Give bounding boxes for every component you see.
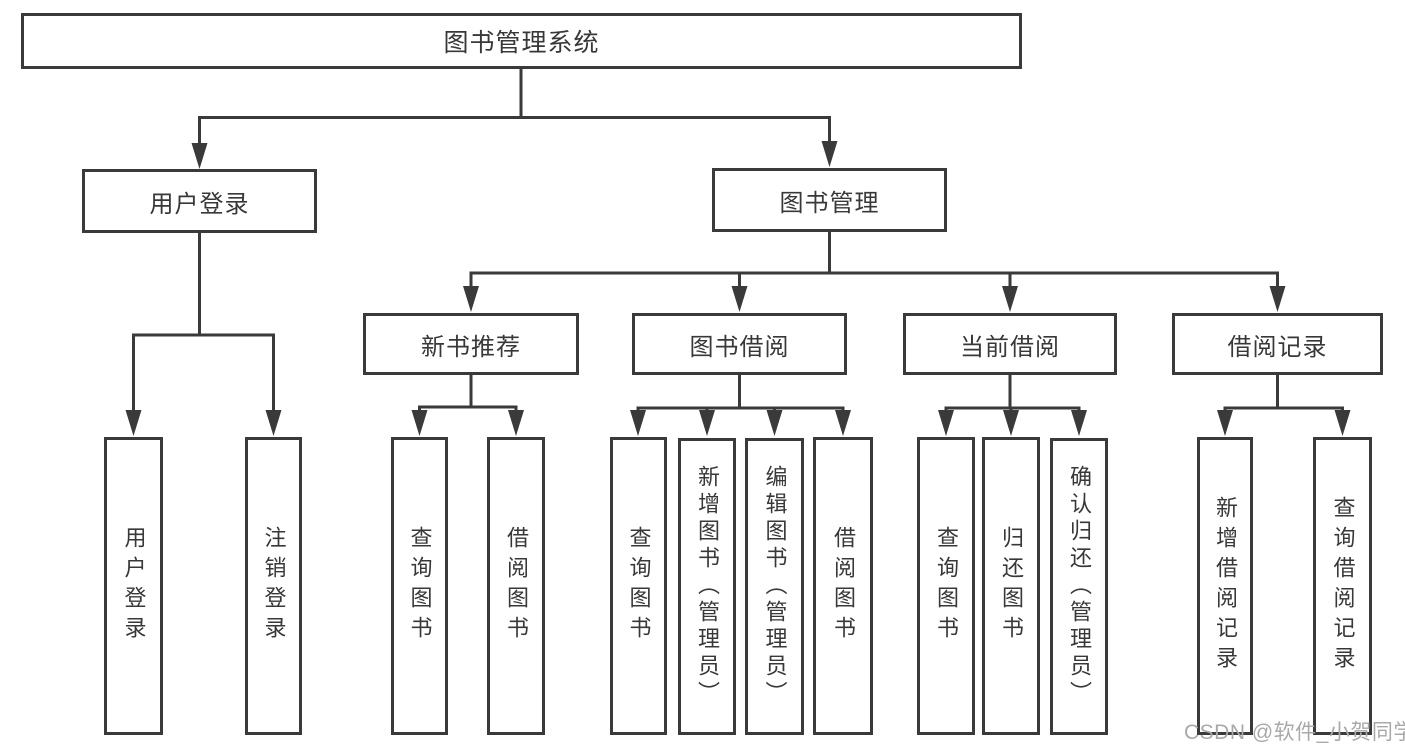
node-book-management-label: 图书管理 <box>779 189 880 217</box>
leaf-borrow-books-recommend: 借阅图书 <box>487 437 545 735</box>
connector-borrow-records-children <box>1217 374 1351 436</box>
connector-root-to-level2 <box>191 69 838 169</box>
leaf-confirm-return-admin: 确认归还（管理员） <box>1050 438 1108 735</box>
leaf-borrow-books-borrow-label: 借阅图书 <box>831 526 856 646</box>
leaf-borrow-books-borrow: 借阅图书 <box>813 437 873 735</box>
node-book-borrow-label: 图书借阅 <box>689 333 790 361</box>
leaf-query-borrow-record: 查询借阅记录 <box>1313 437 1372 735</box>
leaf-return-books-label: 归还图书 <box>999 526 1024 646</box>
node-root-label: 图书管理系统 <box>443 29 600 57</box>
node-current-borrow: 当前借阅 <box>903 313 1117 375</box>
connector-new-book-recommend-children <box>411 375 524 436</box>
leaf-query-books-recommend: 查询图书 <box>391 437 448 735</box>
leaf-query-books-current-label: 查询图书 <box>934 526 959 646</box>
node-borrow-records-label: 借阅记录 <box>1227 333 1328 361</box>
connector-user-login-children <box>125 233 282 436</box>
leaf-add-book-admin: 新增图书（管理员） <box>678 438 736 735</box>
node-book-borrow: 图书借阅 <box>632 313 847 375</box>
connector-current-borrow-children <box>938 374 1087 436</box>
leaf-user-login: 用户登录 <box>104 437 163 735</box>
leaf-query-books-borrow: 查询图书 <box>610 437 667 735</box>
node-user-login: 用户登录 <box>82 169 317 233</box>
node-new-book-recommend: 新书推荐 <box>363 313 579 375</box>
leaf-add-book-admin-label: 新增图书（管理员） <box>695 465 720 708</box>
leaf-query-borrow-record-label: 查询借阅记录 <box>1330 496 1356 676</box>
node-new-book-recommend-label: 新书推荐 <box>421 333 521 361</box>
node-current-borrow-label: 当前借阅 <box>960 333 1060 361</box>
node-borrow-records: 借阅记录 <box>1172 313 1383 375</box>
leaf-confirm-return-admin-label: 确认归还（管理员） <box>1067 465 1092 708</box>
leaf-return-books: 归还图书 <box>982 437 1040 735</box>
leaf-add-borrow-record: 新增借阅记录 <box>1197 437 1253 735</box>
leaf-borrow-books-recommend-label: 借阅图书 <box>504 526 529 646</box>
leaf-logout: 注销登录 <box>245 437 302 735</box>
leaf-user-login-label: 用户登录 <box>121 526 147 646</box>
node-book-management: 图书管理 <box>712 168 947 232</box>
csdn-watermark: CSDN @软件_小贺同学 <box>1184 721 1405 744</box>
leaf-add-borrow-record-label: 新增借阅记录 <box>1213 496 1238 676</box>
connector-book-borrow-children <box>630 374 851 436</box>
connector-book-management-sections <box>463 232 1286 312</box>
leaf-edit-book-admin: 编辑图书（管理员） <box>745 438 804 735</box>
leaf-query-books-borrow-label: 查询图书 <box>626 526 652 646</box>
leaf-query-books-current: 查询图书 <box>917 437 975 735</box>
leaf-query-books-recommend-label: 查询图书 <box>407 526 433 646</box>
leaf-edit-book-admin-label: 编辑图书（管理员） <box>762 465 788 708</box>
node-root: 图书管理系统 <box>21 13 1022 69</box>
leaf-logout-label: 注销登录 <box>261 526 287 646</box>
node-user-login-label: 用户登录 <box>149 190 250 218</box>
